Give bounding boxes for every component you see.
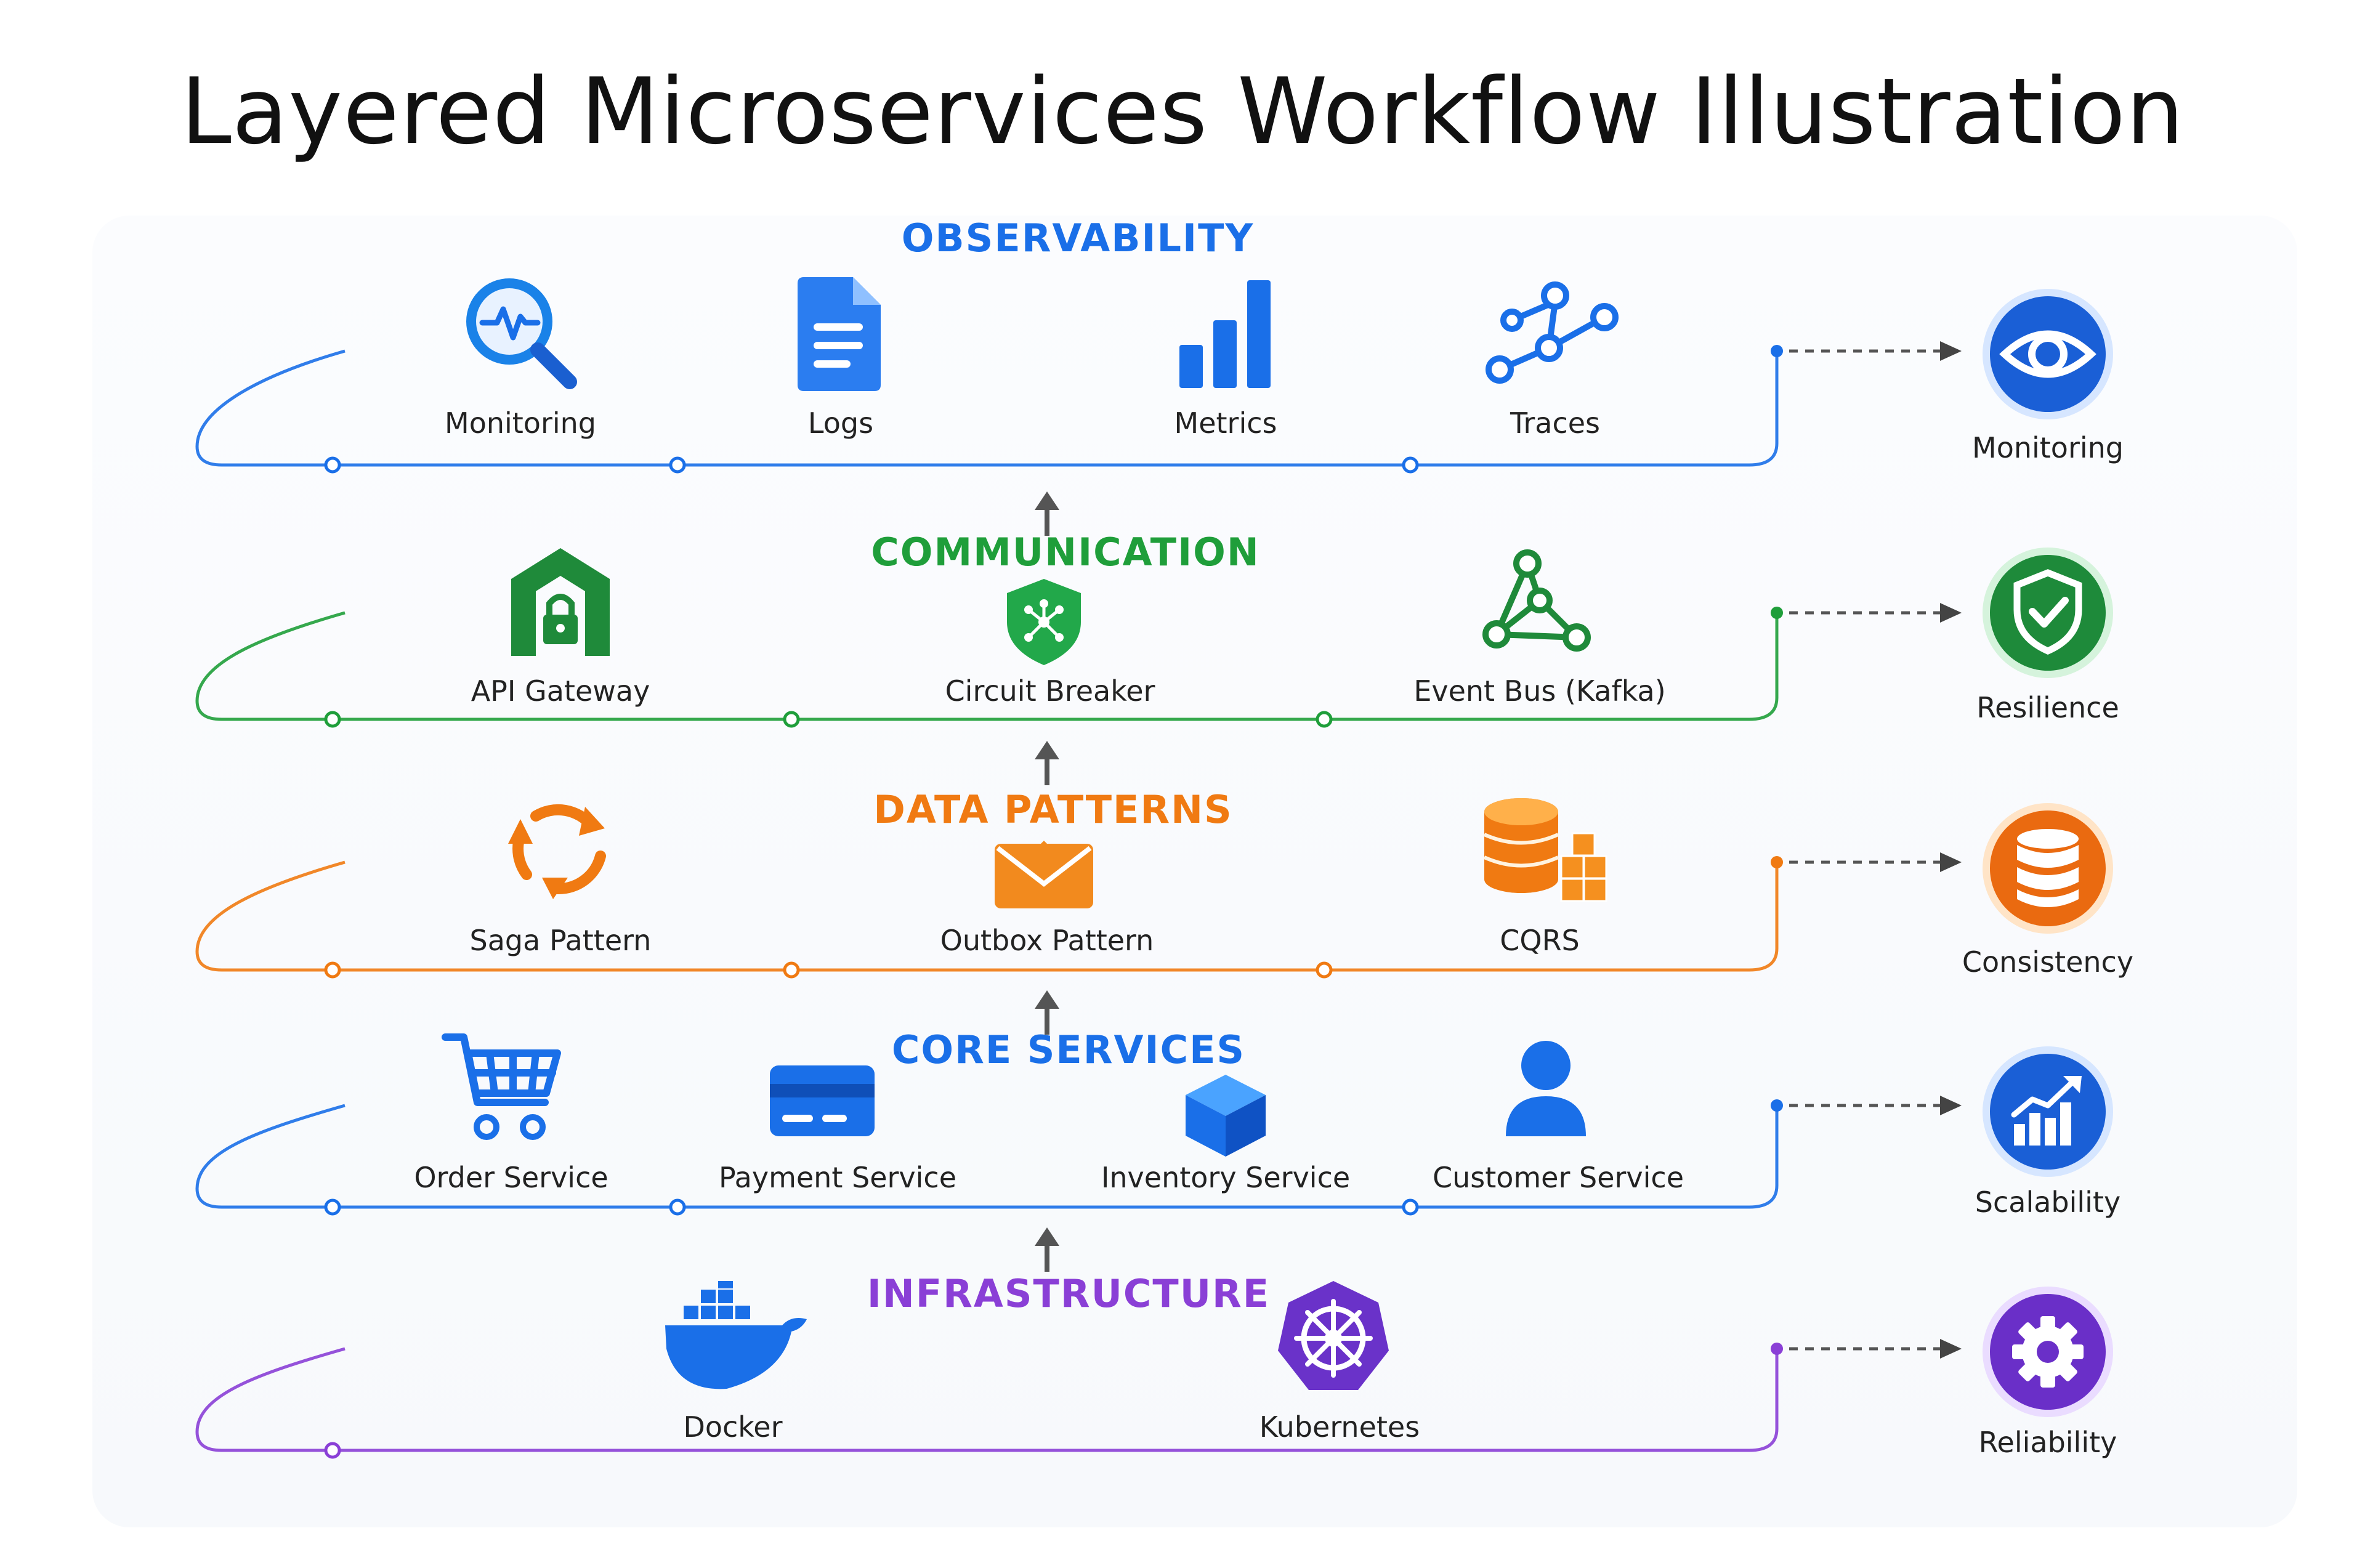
track-node bbox=[669, 456, 686, 474]
cube-icon bbox=[1186, 1075, 1266, 1157]
item-label-customer-service: Customer Service bbox=[1432, 1161, 1684, 1194]
benefit-label-consistency: Consistency bbox=[1962, 945, 2134, 979]
item-label-order-service: Order Service bbox=[414, 1161, 608, 1194]
track-node bbox=[324, 961, 341, 979]
envelope-icon bbox=[995, 841, 1093, 908]
eye-icon bbox=[1983, 289, 2113, 419]
item-label-payment-service: Payment Service bbox=[718, 1161, 956, 1194]
item-label-metrics: Metrics bbox=[1174, 406, 1277, 440]
layer-track-line bbox=[195, 349, 1779, 467]
track-node bbox=[783, 961, 800, 979]
layer-up-arrowhead bbox=[1035, 1227, 1059, 1246]
shopping-cart-icon bbox=[442, 1033, 561, 1140]
item-label-cqrs: CQRS bbox=[1500, 924, 1580, 957]
layer-up-arrowhead bbox=[1035, 990, 1059, 1009]
connector-arrowhead bbox=[1940, 341, 1962, 361]
track-node bbox=[1316, 961, 1333, 979]
connector-dot bbox=[1771, 607, 1783, 619]
database-icon bbox=[1983, 803, 2113, 934]
layer-title-observability: OBSERVABILITY bbox=[901, 216, 1255, 261]
layer-title-core-services: CORE SERVICES bbox=[891, 1027, 1246, 1072]
layer-up-arrowhead bbox=[1035, 491, 1059, 510]
item-label-inventory-service: Inventory Service bbox=[1101, 1161, 1351, 1194]
connector-arrowhead bbox=[1940, 852, 1962, 872]
item-label-outbox-pattern: Outbox Pattern bbox=[940, 924, 1154, 957]
page-title: Layered Microservices Workflow Illustrat… bbox=[180, 59, 2185, 164]
layer-title-communication: COMMUNICATION bbox=[871, 530, 1260, 575]
gateway-lock-icon bbox=[511, 548, 610, 656]
docker-whale-icon bbox=[665, 1281, 807, 1389]
connector-dot bbox=[1771, 856, 1783, 868]
diagram-panel bbox=[92, 216, 2297, 1527]
item-label-saga-pattern: Saga Pattern bbox=[469, 924, 652, 957]
credit-card-icon bbox=[770, 1065, 875, 1136]
connector-arrowhead bbox=[1940, 1339, 1962, 1359]
benefit-label-reliability: Reliability bbox=[1978, 1426, 2117, 1459]
layer-up-arrowhead bbox=[1035, 741, 1059, 759]
connector-arrowhead bbox=[1940, 603, 1962, 623]
item-label-api-gateway: API Gateway bbox=[471, 674, 650, 708]
connector-arrowhead bbox=[1940, 1096, 1962, 1115]
growth-chart-icon bbox=[1983, 1046, 2113, 1177]
track-node bbox=[1316, 711, 1333, 728]
layer-track-line bbox=[195, 1104, 1779, 1209]
item-label-docker: Docker bbox=[683, 1410, 783, 1444]
track-node bbox=[324, 1198, 341, 1216]
track-node bbox=[783, 711, 800, 728]
user-icon bbox=[1506, 1041, 1586, 1136]
kubernetes-helm-icon bbox=[1278, 1281, 1389, 1390]
track-node bbox=[1402, 1198, 1419, 1216]
track-node bbox=[324, 456, 341, 474]
layer-track-line bbox=[195, 611, 1779, 721]
benefit-label-scalability: Scalability bbox=[1975, 1186, 2121, 1219]
trace-graph-icon bbox=[1486, 281, 1619, 384]
cycle-arrows-icon bbox=[508, 804, 606, 899]
shield-network-icon bbox=[1007, 579, 1081, 665]
magnifier-pulse-icon bbox=[466, 278, 577, 389]
bar-chart-icon bbox=[1179, 280, 1271, 388]
gear-icon bbox=[1983, 1287, 2113, 1417]
item-label-traces: Traces bbox=[1510, 406, 1600, 440]
connector-dot bbox=[1771, 1099, 1783, 1112]
benefit-label-resilience: Resilience bbox=[1976, 691, 2119, 724]
document-icon bbox=[798, 277, 881, 391]
connector-dot bbox=[1771, 1343, 1783, 1355]
connector-dot bbox=[1771, 345, 1783, 357]
track-node bbox=[669, 1198, 686, 1216]
track-node bbox=[324, 1442, 341, 1459]
track-node bbox=[324, 711, 341, 728]
database-cubes-icon bbox=[1483, 798, 1607, 902]
kafka-network-icon bbox=[1482, 549, 1591, 652]
layer-title-data-patterns: DATA PATTERNS bbox=[873, 787, 1233, 832]
item-label-event-bus: Event Bus (Kafka) bbox=[1413, 674, 1666, 708]
item-label-circuit-breaker: Circuit Breaker bbox=[945, 674, 1155, 708]
benefit-label-monitoring: Monitoring bbox=[1972, 431, 2124, 464]
item-label-kubernetes: Kubernetes bbox=[1259, 1410, 1420, 1444]
layer-title-infrastructure: INFRASTRUCTURE bbox=[867, 1271, 1271, 1316]
shield-check-icon bbox=[1983, 548, 2113, 678]
item-label-logs: Logs bbox=[807, 406, 874, 440]
layer-track-line bbox=[195, 860, 1779, 972]
layer-track-line bbox=[195, 1347, 1779, 1452]
item-label-monitoring: Monitoring bbox=[445, 406, 596, 440]
track-node bbox=[1402, 456, 1419, 474]
